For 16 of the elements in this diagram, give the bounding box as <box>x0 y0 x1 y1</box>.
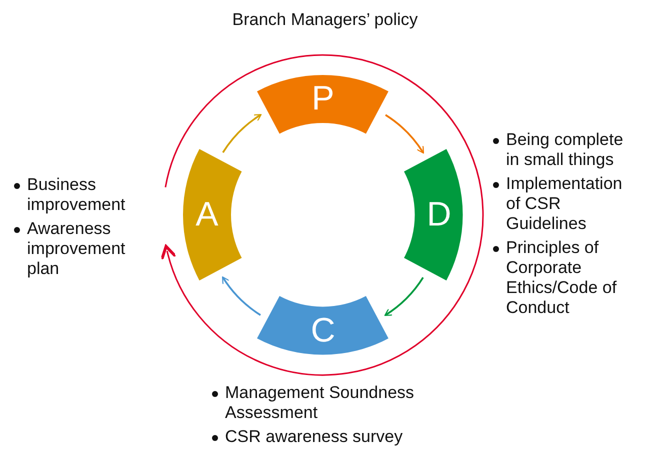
phase-letter: A <box>196 195 218 234</box>
phase-letter: D <box>426 195 452 234</box>
phase-letter: P <box>312 80 334 118</box>
cycle-arrow <box>222 276 261 316</box>
diagram-title: Branch Managers’ policy <box>231 10 419 30</box>
cycle-arrow <box>385 114 424 154</box>
phase-letter: C <box>310 311 336 350</box>
bullet-item: Being complete in small things <box>506 130 624 170</box>
bullet-item: Principles of Corporate Ethics/Code of Conduct <box>506 238 618 318</box>
bullet-item: CSR awareness survey <box>225 427 403 447</box>
bullet-item: Management Soundness Assessment <box>225 383 416 423</box>
cycle-arrow <box>222 114 262 153</box>
cycle-arrow <box>384 277 424 316</box>
bullet-item: Business improvement <box>27 175 126 215</box>
bullet-item: Awareness improvement plan <box>27 219 126 279</box>
bullet-item: Implementation of CSR Guidelines <box>506 174 624 234</box>
